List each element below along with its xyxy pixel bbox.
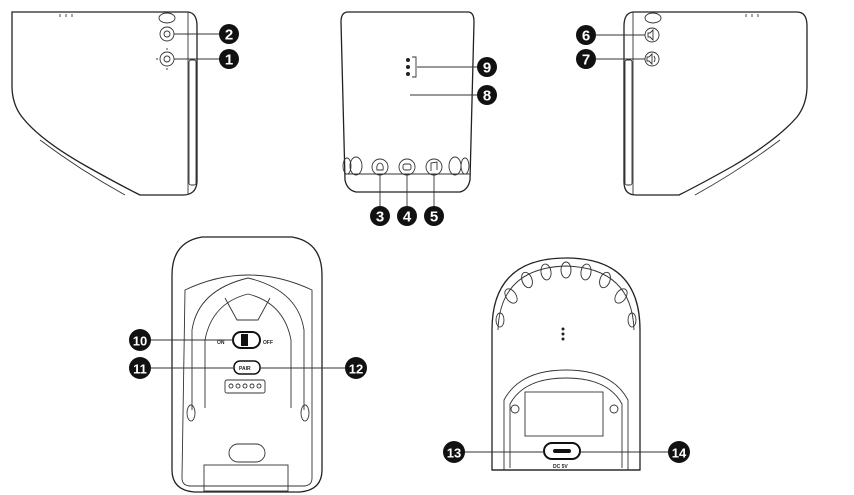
svg-text:2: 2	[225, 27, 233, 44]
svg-text:7: 7	[582, 52, 590, 69]
callout-1: 1	[219, 49, 239, 69]
callout-4: 4	[397, 206, 417, 226]
callout-10: 10	[129, 329, 151, 351]
front-view	[340, 11, 477, 207]
volume-down-icon	[644, 27, 660, 43]
svg-text:9: 9	[483, 60, 491, 77]
right-side-view	[596, 11, 808, 196]
svg-text:5: 5	[430, 209, 438, 226]
svg-text:13: 13	[447, 446, 461, 461]
svg-text:14: 14	[672, 446, 687, 461]
callout-14: 14	[668, 441, 690, 463]
svg-text:4: 4	[403, 209, 412, 226]
callout-9: 9	[477, 57, 497, 77]
bottom-view: ON OFF PAIR	[150, 236, 346, 493]
callout-12: 12	[345, 357, 367, 379]
callout-6: 6	[576, 25, 596, 45]
callout-8: 8	[477, 85, 497, 105]
light-bulb-icon	[371, 158, 389, 176]
mode-icon	[398, 158, 416, 176]
pair-label: PAIR	[239, 366, 251, 372]
speaker-grille	[495, 261, 637, 328]
callout-3: 3	[370, 206, 390, 226]
callout-11: 11	[129, 357, 151, 379]
dc-port-label: DC 5V	[553, 464, 568, 470]
svg-text:12: 12	[349, 362, 363, 377]
svg-text:3: 3	[376, 209, 384, 226]
callout-7: 7	[576, 49, 596, 69]
volume-up-icon	[644, 51, 660, 67]
svg-text:11: 11	[133, 362, 147, 377]
brightness-down-icon	[159, 26, 175, 42]
pair-button: PAIR	[233, 360, 261, 375]
svg-text:8: 8	[483, 88, 491, 105]
rear-indicator-dots	[561, 327, 565, 341]
svg-text:1: 1	[225, 52, 233, 69]
callout-2: 2	[219, 24, 239, 44]
left-side-view	[11, 11, 221, 196]
music-note-icon	[425, 158, 443, 176]
switch-off-label: OFF	[263, 340, 273, 346]
indicator-dots	[406, 56, 417, 78]
top-button-icon	[158, 12, 176, 24]
switch-on-label: ON	[217, 340, 225, 346]
rear-view: DC 5V	[464, 257, 668, 471]
svg-text:10: 10	[133, 334, 147, 349]
callout-5: 5	[424, 206, 444, 226]
svg-text:6: 6	[582, 28, 590, 45]
dc-port: DC 5V	[543, 442, 581, 470]
charging-contacts	[224, 379, 266, 394]
callout-13: 13	[443, 441, 465, 463]
